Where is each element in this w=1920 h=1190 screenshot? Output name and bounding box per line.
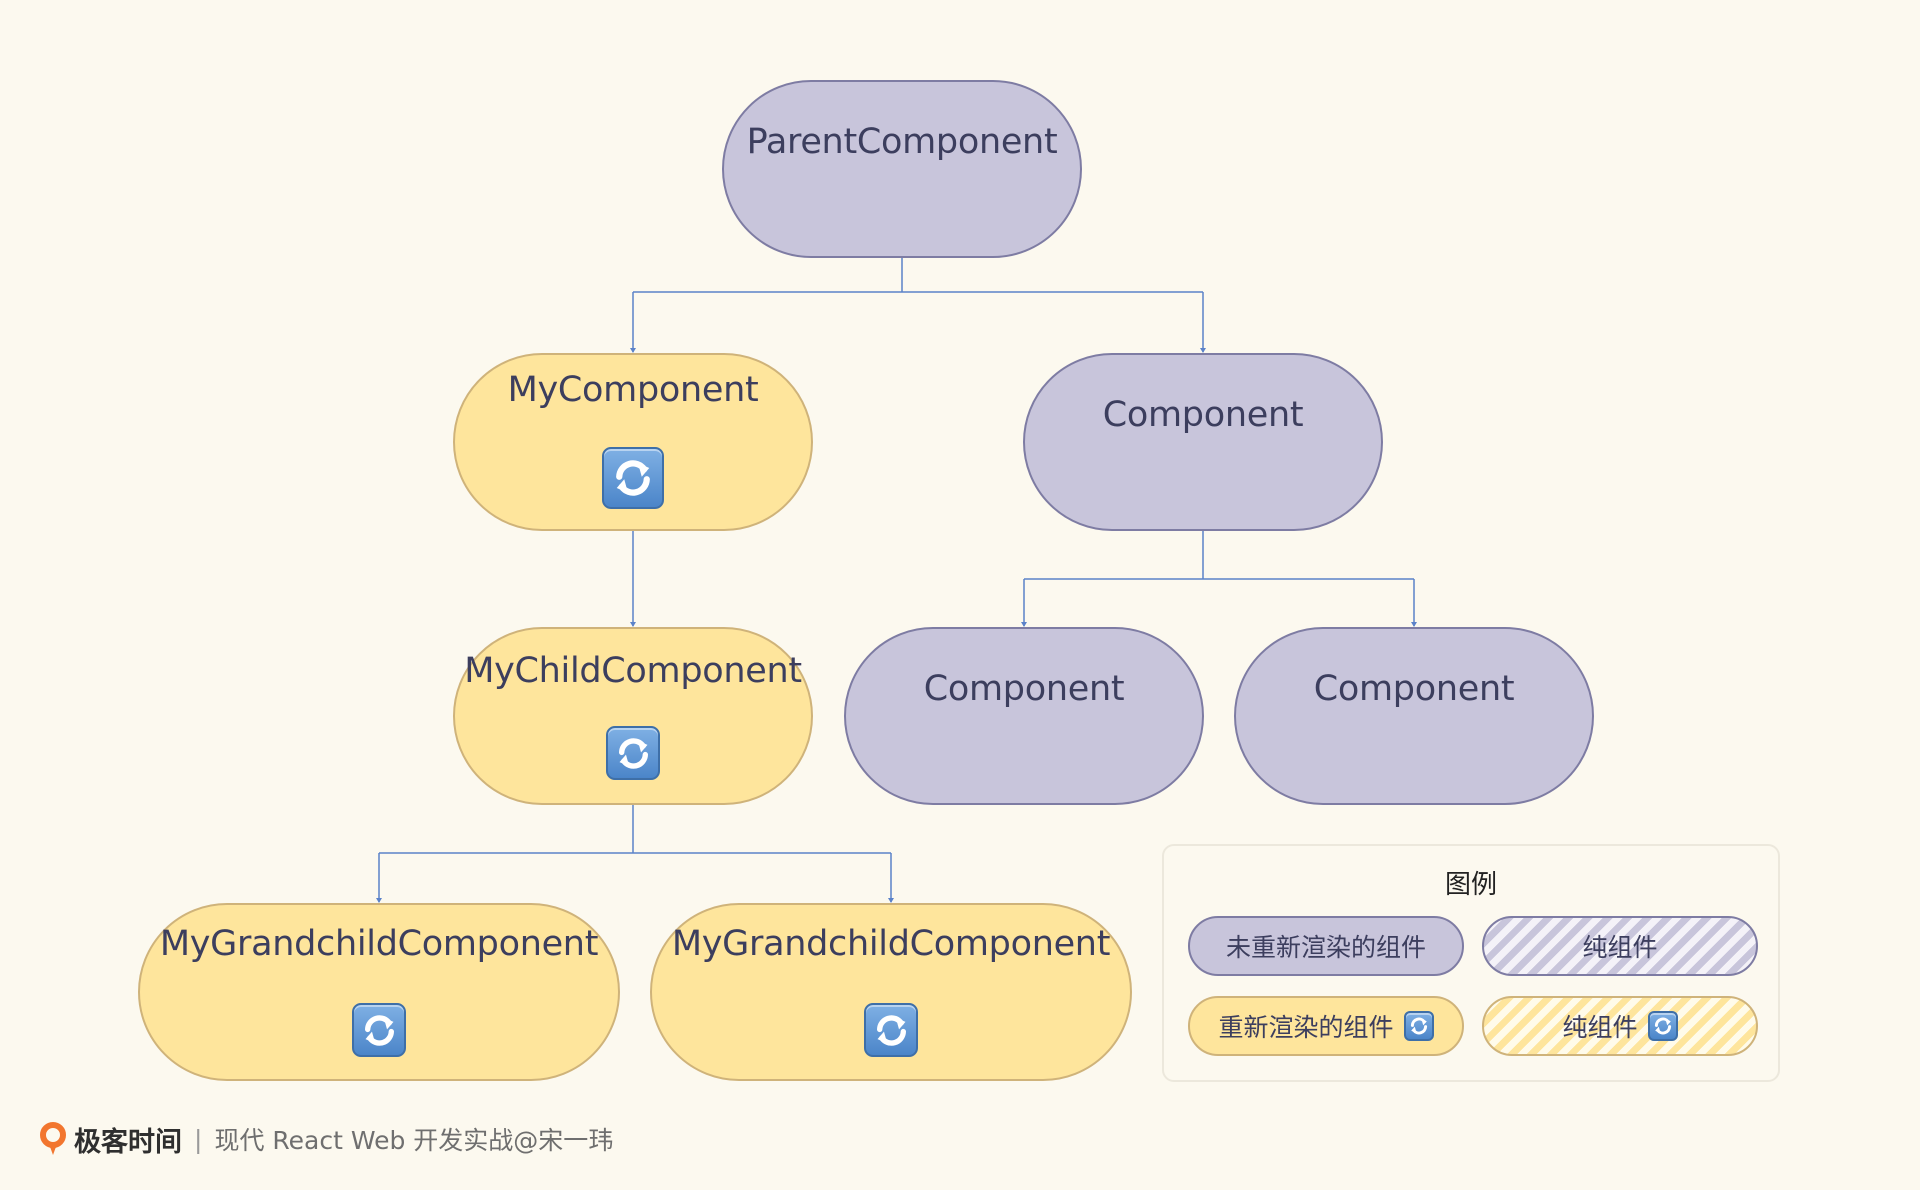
legend-item-label: 纯组件 bbox=[1562, 1013, 1638, 1042]
connector-arrowhead bbox=[376, 898, 382, 903]
node-label: MyChildComponent bbox=[464, 651, 802, 691]
connector-arrowhead bbox=[1021, 622, 1027, 627]
legend-item-yellow-stripe: 纯组件 bbox=[1482, 996, 1758, 1056]
legend-title: 图例 bbox=[1444, 870, 1497, 900]
refresh-icon bbox=[1403, 1011, 1434, 1041]
refresh-icon bbox=[352, 1003, 406, 1057]
refresh-icon bbox=[602, 447, 664, 509]
geektime-logo-icon bbox=[40, 1122, 66, 1155]
node-label: Component bbox=[1102, 395, 1304, 435]
node-label: Component bbox=[923, 669, 1125, 709]
connector-arrowhead bbox=[630, 348, 636, 353]
node-label: Component bbox=[1313, 669, 1515, 709]
node-component-c: Component bbox=[1234, 627, 1594, 805]
connector-arrowhead bbox=[888, 898, 894, 903]
connector-arrowhead bbox=[630, 622, 636, 627]
footer-course: 现代 React Web 开发实战@宋一玮 bbox=[214, 1126, 614, 1155]
footer-brand: 极客时间 bbox=[74, 1126, 182, 1158]
node-component-b: Component bbox=[844, 627, 1204, 805]
refresh-icon bbox=[1647, 1011, 1678, 1041]
legend-item-yellow: 重新渲染的组件 bbox=[1188, 996, 1464, 1056]
node-grandchild-1: MyGrandchildComponent bbox=[138, 903, 620, 1081]
refresh-icon bbox=[864, 1003, 918, 1057]
node-label: MyComponent bbox=[507, 370, 759, 410]
node-grandchild-2: MyGrandchildComponent bbox=[650, 903, 1132, 1081]
legend: 图例 未重新渲染的组件纯组件重新渲染的组件纯组件 bbox=[1162, 844, 1780, 1082]
legend-item-grey-stripe: 纯组件 bbox=[1482, 916, 1758, 976]
footer: 极客时间 | 现代 React Web 开发实战@宋一玮 bbox=[38, 1118, 613, 1160]
node-my-component: MyComponent bbox=[453, 353, 813, 531]
refresh-icon bbox=[606, 726, 660, 780]
legend-item-label: 重新渲染的组件 bbox=[1218, 1013, 1394, 1042]
node-label: MyGrandchildComponent bbox=[159, 924, 599, 964]
legend-item-label: 未重新渲染的组件 bbox=[1225, 933, 1426, 962]
legend-item-label: 纯组件 bbox=[1582, 933, 1658, 962]
node-label: ParentComponent bbox=[746, 122, 1058, 162]
node-parent: ParentComponent bbox=[722, 80, 1082, 258]
legend-item-grey: 未重新渲染的组件 bbox=[1188, 916, 1464, 976]
node-component-a: Component bbox=[1023, 353, 1383, 531]
footer-separator: | bbox=[194, 1124, 203, 1154]
connector-arrowhead bbox=[1200, 348, 1206, 353]
node-label: MyGrandchildComponent bbox=[671, 924, 1111, 964]
connector-arrowhead bbox=[1411, 622, 1417, 627]
node-my-child: MyChildComponent bbox=[453, 627, 813, 805]
